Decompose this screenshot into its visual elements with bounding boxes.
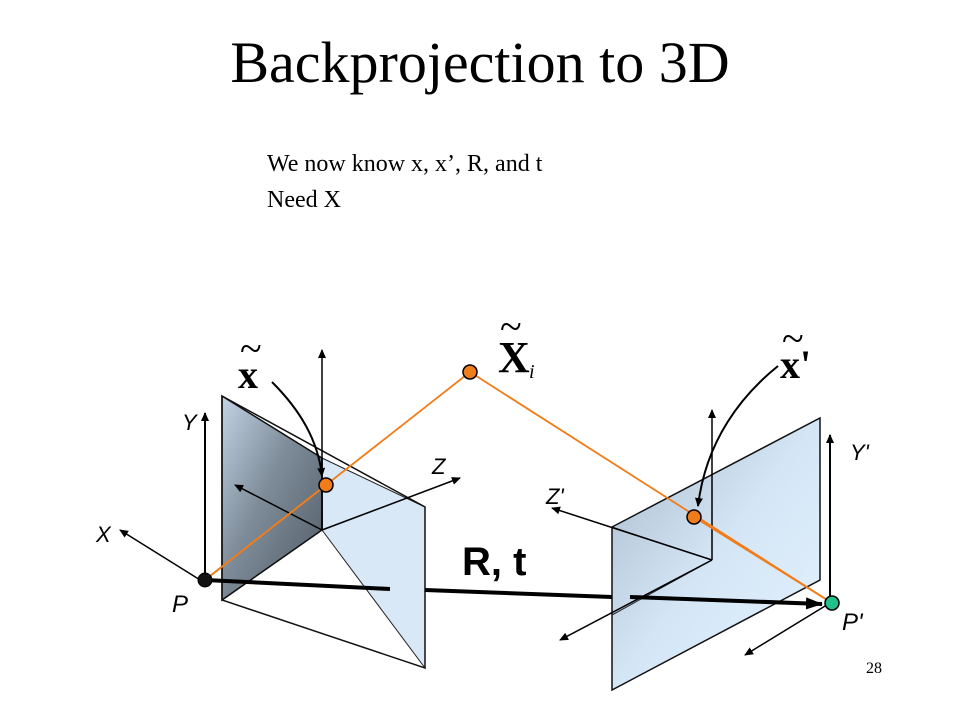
- note-known-text: We now know x, x’, R, and t: [267, 151, 543, 177]
- right-axis-z: [551, 506, 713, 561]
- left-plane-outline: [221, 394, 426, 670]
- label-Xi: X: [498, 333, 530, 382]
- label-axis-Z: Z: [431, 454, 447, 479]
- x-prime-pointer: [694, 365, 779, 507]
- slide-number: 28: [866, 660, 882, 677]
- label-Xi-tilde-mark: ~: [500, 304, 522, 349]
- left-optical-left: [234, 484, 323, 531]
- image-point-x: [318, 477, 334, 493]
- note-need-text: Need X: [267, 187, 341, 213]
- label-x-tilde: x: [238, 352, 258, 397]
- world-point-Xi: [462, 364, 478, 380]
- left-axis-x: [119, 529, 206, 584]
- camera-center-P-prime: [824, 595, 840, 611]
- label-axis-X: X: [95, 522, 112, 547]
- baseline-arrow: [629, 595, 823, 610]
- note-line-need: Need X: [267, 186, 341, 214]
- label-axis-Y-prime: Y': [850, 440, 870, 465]
- label-x-prime-tilde-mark: ~: [782, 316, 804, 361]
- right-optical-down: [559, 559, 713, 641]
- label-x-prime-tilde: x': [780, 342, 811, 387]
- right-image-plane: [611, 416, 821, 692]
- label-x-tilde-mark: ~: [240, 326, 262, 371]
- label-Xi-subscript: i: [529, 361, 535, 383]
- label-P: P: [172, 591, 188, 618]
- camera-center-P: [197, 572, 213, 588]
- label-axis-Z-prime: Z': [545, 484, 564, 509]
- left-ray-segment: [204, 484, 327, 581]
- right-axis-x: [744, 602, 831, 656]
- note-line-known: We now know x, x’, R, and t: [267, 150, 542, 178]
- label-axis-Y: Y: [182, 410, 198, 435]
- right-ray-segment: [693, 516, 833, 604]
- baseline-part-1: [204, 578, 391, 591]
- label-R-t: R, t: [462, 540, 526, 584]
- image-point-x-prime: [686, 509, 702, 525]
- baseline-part-2: [424, 588, 613, 599]
- slide-title: Backprojection to 3D: [230, 30, 730, 95]
- left-image-plane-front: [321, 457, 426, 670]
- x-tilde-pointer: [271, 381, 326, 477]
- left-axis-z: [321, 477, 461, 531]
- label-P-prime: P': [842, 609, 864, 636]
